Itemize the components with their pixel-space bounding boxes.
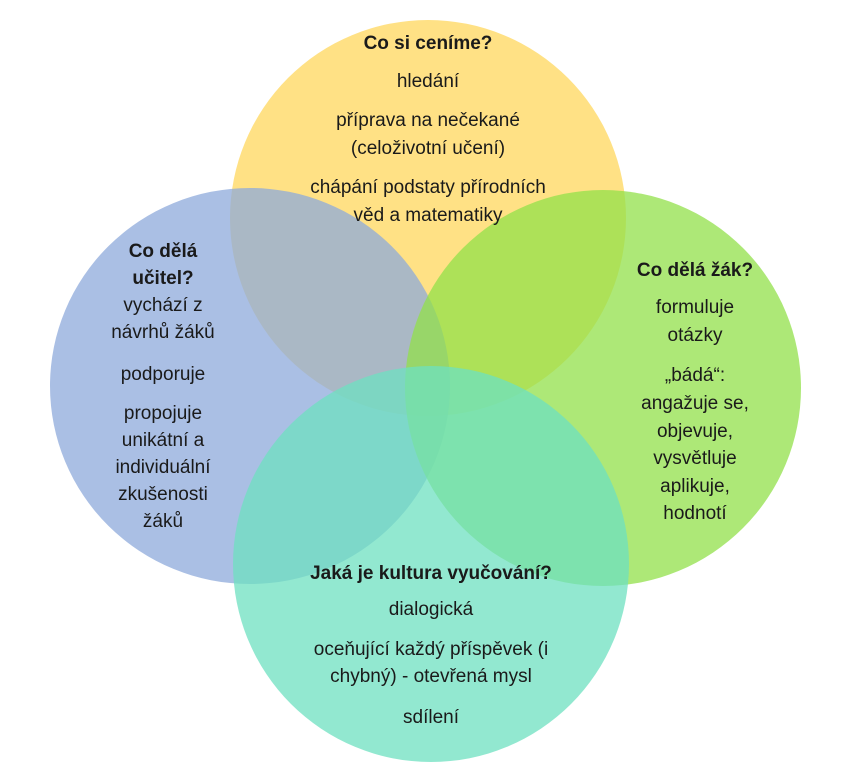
bottom-item-2: oceňující každý příspěvek (i — [313, 639, 549, 660]
right-item-1: formuluje — [655, 297, 735, 318]
right-item-2: otázky — [667, 325, 723, 346]
left-item-8: žáků — [142, 511, 184, 532]
left-item-5: unikátní a — [121, 430, 205, 451]
right-item-8: hodnotí — [663, 503, 727, 524]
top-item-5: věd a matematiky — [353, 205, 503, 226]
bottom-item-3: chybný) - otevřená mysl — [330, 666, 532, 687]
left-item-6: individuální — [115, 457, 211, 478]
left-title-line2: učitel? — [132, 268, 194, 289]
top-item-3: (celoživotní učení) — [350, 138, 506, 159]
left-item-1: vychází z — [123, 295, 203, 316]
right-item-4: angažuje se, — [641, 393, 749, 414]
right-title: Co dělá žák? — [636, 260, 754, 281]
left-item-7: zkušenosti — [118, 484, 208, 505]
right-item-7: aplikuje, — [660, 476, 730, 497]
top-title: Co si ceníme? — [363, 33, 493, 54]
bottom-item-1: dialogická — [388, 599, 474, 620]
bottom-title: Jaká je kultura vyučování? — [310, 563, 552, 584]
right-item-5: objevuje, — [656, 421, 734, 442]
bottom-item-4: sdílení — [403, 707, 459, 728]
right-item-3: „bádá“: — [664, 365, 726, 386]
left-title-line1: Co dělá — [128, 241, 198, 262]
circle-bottom — [233, 366, 629, 762]
left-item-3: podporuje — [120, 364, 206, 385]
top-item-1: hledání — [396, 71, 460, 92]
right-item-6: vysvětluje — [653, 448, 737, 469]
left-item-4: propojuje — [123, 403, 203, 424]
top-item-2: příprava na nečekané — [336, 110, 520, 131]
left-item-2: návrhů žáků — [111, 322, 215, 343]
top-item-4: chápání podstaty přírodních — [310, 177, 546, 198]
